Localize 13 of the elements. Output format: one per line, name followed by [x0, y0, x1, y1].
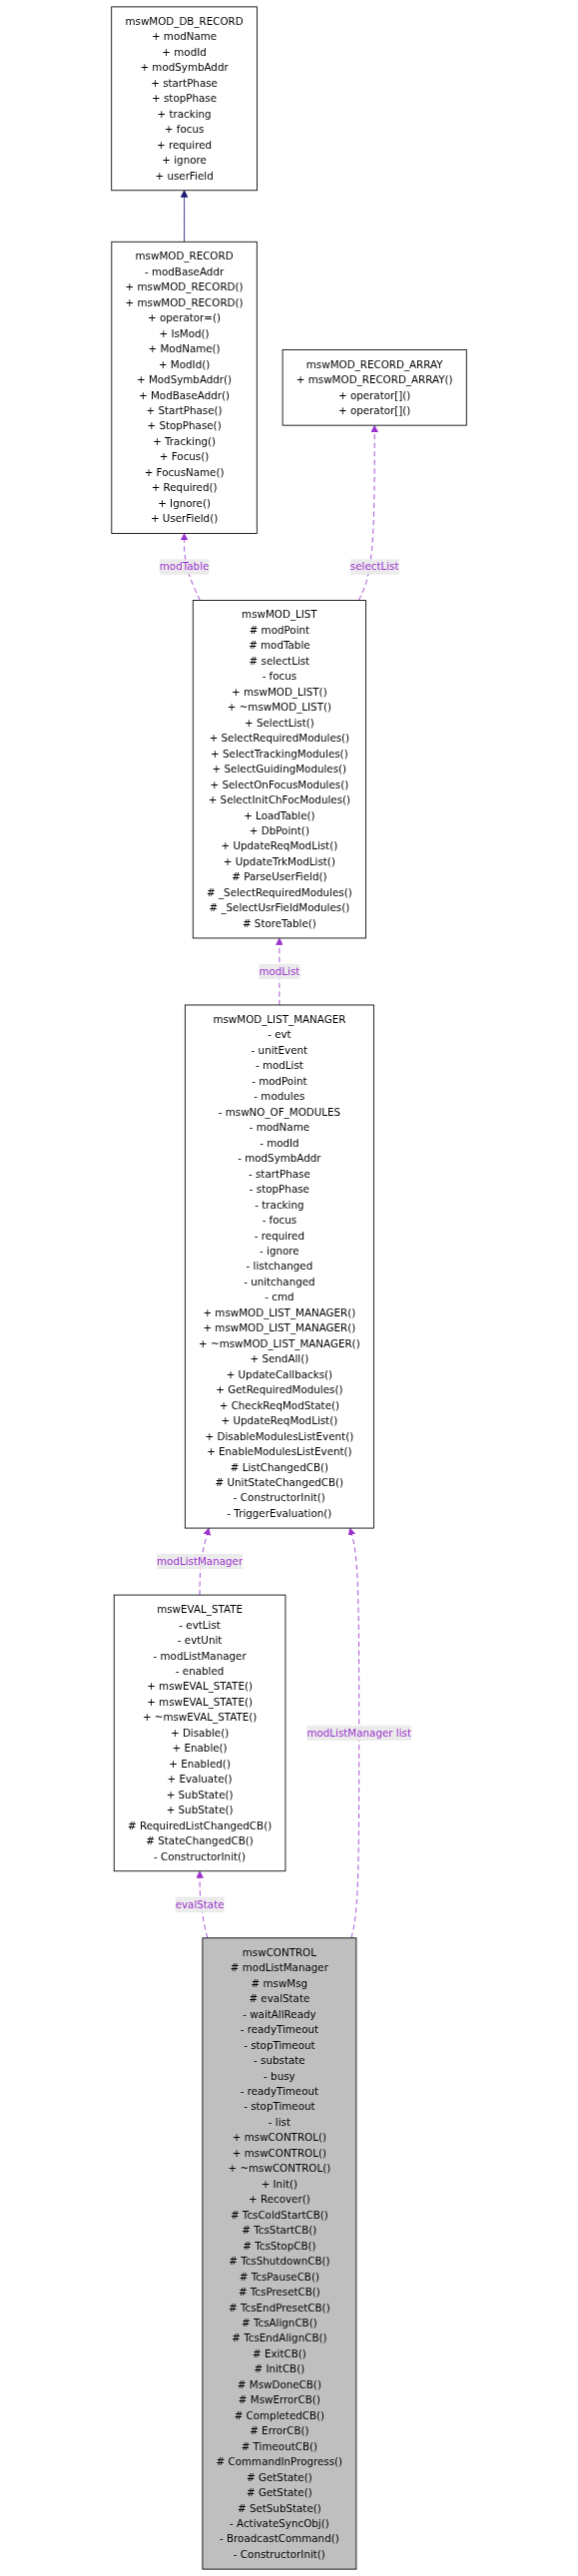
edge-label: modListManager	[157, 1555, 244, 1568]
node-box: mswMOD_DB_RECORD + modName + modId + modSymbAddr + startPhase + stopPhase + tracking + focus + required + ignore + userField	[111, 6, 258, 192]
edge-label: modListManager list	[306, 1727, 411, 1740]
edge-label: modTable	[159, 560, 210, 573]
node-box: mswMOD_LIST_MANAGER - evt - unitEvent - modList - modPoint - modules - mswNO_OF_MODULES - modName - modId - modSymbAddr - startPhase - stopPhase - tracking - focus - required - ignore - listchanged - unitchanged - cmd + mswMOD_LIST_MANAGER() + mswMOD_LIST_MANAGER() + ~mswMOD_LIST_MANAGER() + SendAll() + UpdateCallbacks() + GetRequiredModules() + CheckReqModState() + UpdateReqModList() + DisableModulesListEvent() + EnableModulesListEvent() # ListChangedCB() # UnitStateChangedCB() - ConstructorInit() - TriggerEvaluation()	[184, 1004, 374, 1529]
node-box: mswEVAL_STATE - evtList - evtUnit - modListManager - enabled + mswEVAL_STATE() + mswEVAL_STATE() + ~mswEVAL_STATE() + Disable() + Enable() + Enabled() + Evaluate() + SubState() + SubState() # RequiredListChangedCB() # StateChangedCB() - ConstructorInit()	[113, 1594, 287, 1872]
node-box: mswMOD_LIST # modPoint # modTable # selectList - focus + mswMOD_LIST() + ~mswMOD_LIST() + SelectList() + SelectRequiredModules() + SelectTrackingModules() + SelectGuidingModules() + SelectOnFocusModules() + SelectInitChFocModules() + LoadTable() + DbPoint() + UpdateReqModList() + UpdateTrkModList() # ParseUserField() # _SelectRequiredModules() # _SelectUsrFieldModules() # StoreTable()	[192, 600, 366, 939]
node-box: mswCONTROL # modListManager # mswMsg # evalState - waitAllReady - readyTimeout - stopTimeout - substate - busy - readyTimeout - stopTimeout - list + mswCONTROL() + mswCONTROL() + ~mswCONTROL() + Init() + Recover() # TcsColdStartCB() # TcsStartCB() # TcsStopCB() # TcsShutdownCB() # TcsPauseCB() # TcsPresetCB() # TcsEndPresetCB() # TcsAlignCB() # TcsEndAlignCB() # ExitCB() # InitCB() # MswDoneCB() # MswErrorCB() # CompletedCB() # ErrorCB() # TimeoutCB() # CommandInProgress() # GetState() # GetState() # SetSubState() - ActivateSyncObj() - BroadcastCommand() - ConstructorInit()	[202, 1937, 357, 2570]
node-box: mswMOD_RECORD - modBaseAddr + mswMOD_RECORD() + mswMOD_RECORD() + operator=() + IsMod() + ModName() + ModId() + ModSymbAddr() + ModBaseAddr() + StartPhase() + StopPhase() + Tracking() + Focus() + FocusName() + Required() + Ignore() + UserField()	[111, 241, 258, 534]
edge-label: evalState	[175, 1898, 225, 1911]
edge-label: selectList	[349, 560, 399, 573]
edge-label: modList	[259, 965, 300, 978]
node-box: mswMOD_RECORD_ARRAY + mswMOD_RECORD_ARRAY() + operator[]() + operator[]()	[282, 349, 467, 426]
